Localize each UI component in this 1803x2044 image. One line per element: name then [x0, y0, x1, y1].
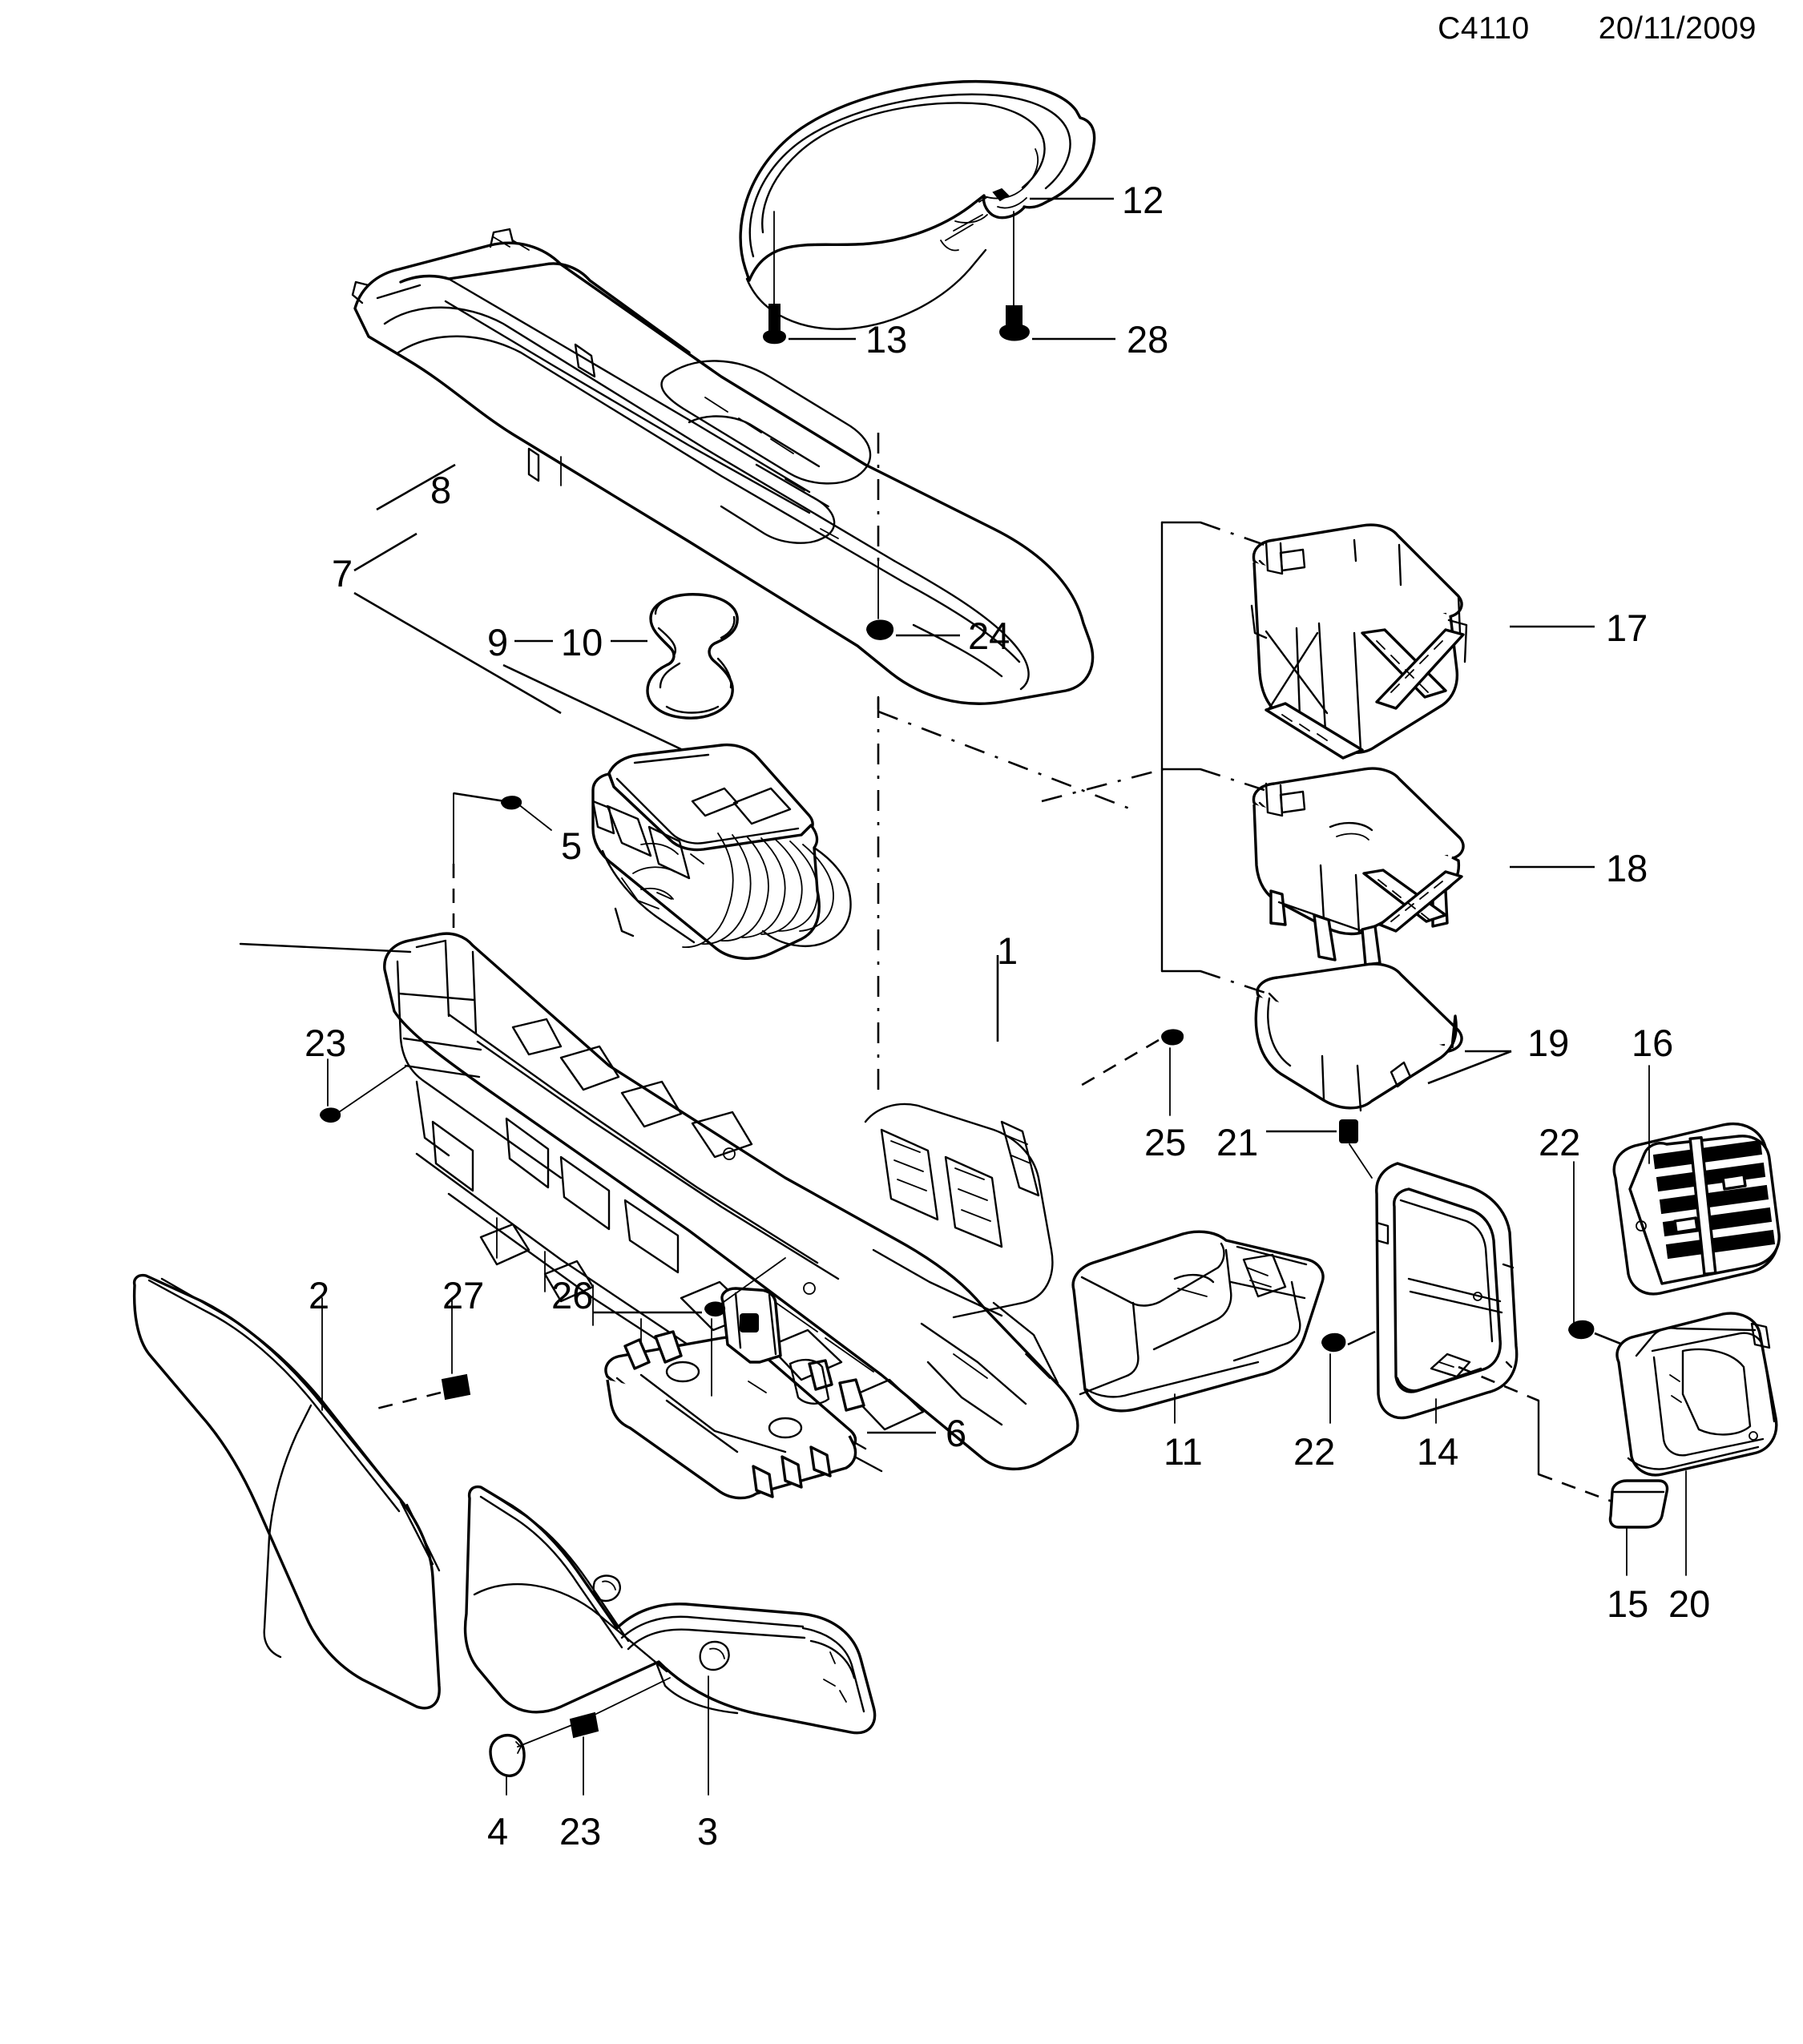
callout-28: 28	[1127, 318, 1169, 361]
part-console-upper-trim	[351, 228, 1095, 715]
drawing-date: 20/11/2009	[1598, 11, 1757, 46]
drawing-header: C4110 20/11/2009	[1438, 11, 1757, 46]
part-mounting-bracket	[604, 1287, 936, 1500]
part-clip-25	[1073, 1029, 1184, 1116]
callout-3: 3	[697, 1810, 719, 1853]
part-cupholder-mat	[611, 593, 739, 720]
part-console-main-frame	[383, 932, 1079, 1473]
callout-26: 26	[551, 1274, 594, 1316]
callout-12: 12	[1122, 179, 1164, 221]
callout-14: 14	[1417, 1430, 1459, 1473]
callout-16: 16	[1632, 1022, 1674, 1064]
callout-25: 25	[1144, 1121, 1187, 1163]
callout-22-right: 22	[1539, 1121, 1581, 1163]
part-roller-shutter-assembly	[452, 743, 852, 1042]
callout-18: 18	[1606, 847, 1648, 889]
part-armrest-lid	[739, 79, 1114, 330]
callout-20: 20	[1668, 1582, 1711, 1625]
callout-7: 7	[332, 552, 353, 595]
callout-17: 17	[1606, 607, 1648, 649]
part-clip-21	[1266, 1119, 1373, 1179]
callout-24: 24	[968, 615, 1010, 657]
part-side-trim-panel-right	[463, 1485, 877, 1796]
callout-21: 21	[1216, 1121, 1259, 1163]
callout-19: 19	[1527, 1022, 1570, 1064]
part-side-trim-panel-left	[132, 1273, 471, 1710]
callout-6: 6	[946, 1412, 967, 1454]
callout-11: 11	[1164, 1430, 1203, 1473]
part-clip-23-upper	[239, 942, 412, 1123]
callout-1: 1	[997, 929, 1018, 972]
part-clip-22-left	[1321, 1330, 1376, 1424]
callout-4: 4	[487, 1810, 509, 1853]
part-storage-bin-shallow	[1252, 767, 1595, 966]
part-small-cap	[1608, 1479, 1669, 1576]
callout-22-left: 22	[1293, 1430, 1336, 1473]
callout-8: 8	[430, 469, 452, 511]
part-armrest-screw-long	[762, 211, 856, 345]
part-storage-tray	[1254, 962, 1512, 1112]
callout-23-lower: 23	[559, 1810, 602, 1853]
part-grommet-24	[865, 560, 960, 640]
callout-23-upper: 23	[305, 1022, 347, 1064]
part-vent-housing	[1615, 1312, 1778, 1576]
callout-5: 5	[561, 824, 583, 867]
callout-2: 2	[309, 1274, 330, 1316]
part-rear-end-cap	[1071, 1230, 1325, 1424]
drawing-number: C4110	[1438, 11, 1530, 46]
callout-9: 9	[487, 621, 509, 663]
part-storage-bin-deep	[1250, 523, 1595, 760]
part-armrest-screw-short	[998, 211, 1115, 341]
callout-10: 10	[561, 621, 603, 663]
part-clip-26	[593, 1257, 786, 1397]
part-bezel-frame	[1375, 1162, 1613, 1503]
callout-27: 27	[442, 1274, 485, 1316]
callout-13: 13	[865, 318, 908, 361]
callout-15: 15	[1607, 1582, 1649, 1625]
part-air-vent-grille	[1612, 1065, 1781, 1296]
